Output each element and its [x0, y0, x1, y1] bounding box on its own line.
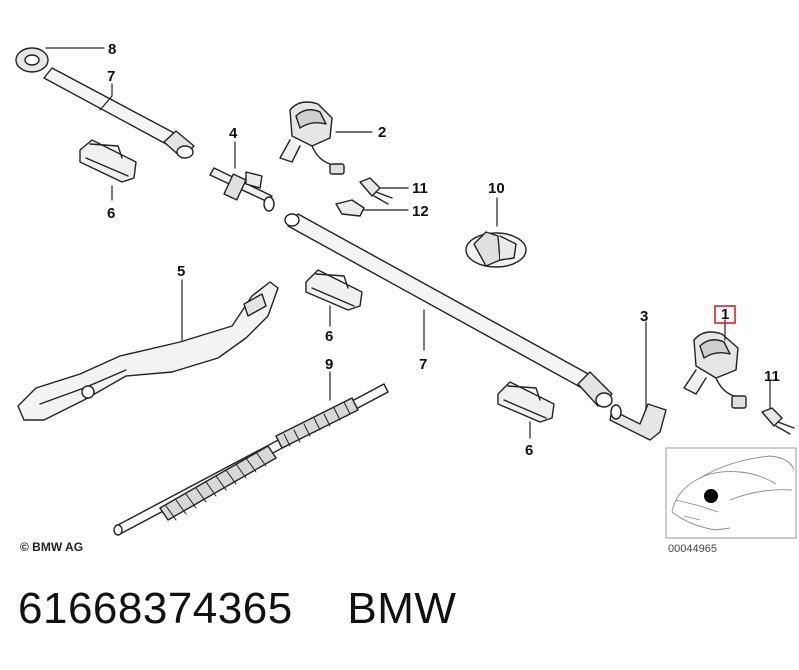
- leader-lines: [45, 47, 771, 439]
- callout-2[interactable]: 2: [378, 124, 386, 141]
- callout-12[interactable]: 12: [412, 203, 429, 220]
- brand-name: BMW: [347, 584, 457, 633]
- part-6-clip-b: [305, 269, 363, 311]
- drawing-number: 00044965: [668, 543, 717, 555]
- callouts: 8 7 6 4 2 11 12 10 5 6 9 7 3 1 11 6: [107, 41, 780, 459]
- part-11-connector-b: [761, 407, 795, 435]
- part-10-cap: [465, 231, 527, 268]
- callout-6-middle[interactable]: 6: [325, 328, 333, 345]
- location-inset: [665, 447, 797, 539]
- callout-1-highlight-box: [714, 305, 736, 324]
- callout-6-upper[interactable]: 6: [107, 205, 115, 222]
- callout-3[interactable]: 3: [640, 308, 648, 325]
- copyright-notice: © BMW AG: [20, 540, 84, 554]
- callout-11-upper[interactable]: 11: [412, 180, 428, 197]
- part-4-t-connector: [209, 167, 275, 212]
- part-5-bracket: [17, 281, 279, 421]
- part-8-grommet: [15, 47, 49, 73]
- callout-8[interactable]: 8: [108, 41, 116, 58]
- part-3-elbow: [609, 403, 667, 441]
- callout-10[interactable]: 10: [488, 180, 505, 197]
- part-12-clip: [335, 199, 365, 217]
- callout-7-lower[interactable]: 7: [419, 356, 427, 373]
- callout-7-upper[interactable]: 7: [107, 68, 115, 85]
- part-7-hose-long: [284, 213, 613, 408]
- part-9-corrugated-tube: [113, 383, 389, 536]
- part-number: 61668374365: [18, 584, 293, 633]
- callout-5[interactable]: 5: [177, 263, 185, 280]
- part-1-washer-jet: [683, 331, 747, 409]
- callout-1[interactable]: 1: [721, 306, 729, 323]
- parts-diagram: 8 7 6 4 2 11 12 10 5 6 9 7 3 1 11 6: [15, 41, 797, 539]
- part-6-clip-a: [79, 139, 137, 183]
- callout-4[interactable]: 4: [229, 125, 238, 142]
- part-11-connector-a: [359, 177, 393, 205]
- part-2-washer-jet: [279, 101, 345, 175]
- footer-caption: 61668374365 BMW: [18, 584, 456, 634]
- callout-11-lower[interactable]: 11: [764, 368, 780, 385]
- location-marker-icon: [704, 489, 718, 503]
- callout-6-lower[interactable]: 6: [525, 442, 533, 459]
- part-6-clip-c: [497, 381, 555, 423]
- callout-9[interactable]: 9: [325, 356, 333, 373]
- part-7-hose-upper: [43, 67, 195, 159]
